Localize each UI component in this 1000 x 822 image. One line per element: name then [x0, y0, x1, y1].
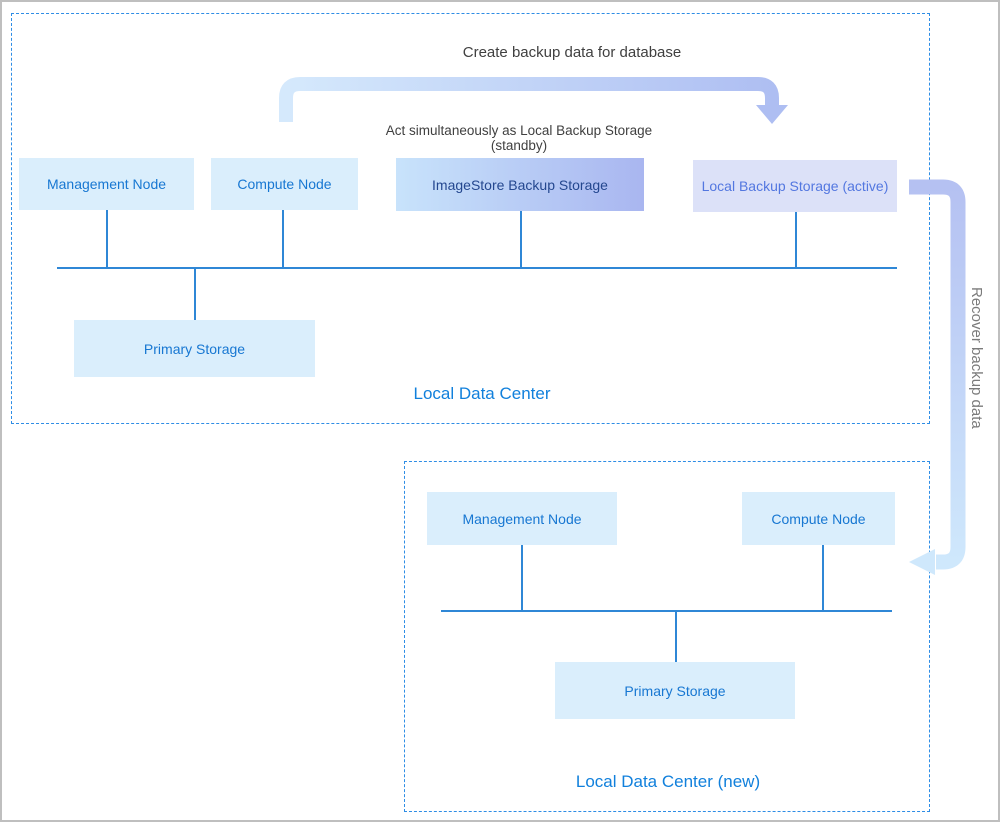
- node-management-dc1: Management Node: [19, 158, 194, 210]
- node-compute-dc1: Compute Node: [211, 158, 358, 210]
- connector-local-backup-dc1: [795, 212, 797, 267]
- connector-imagestore-dc1: [520, 211, 522, 267]
- standby-note-line1: Act simultaneously as Local Backup Stora…: [385, 123, 653, 138]
- create-backup-label: Create backup data for database: [462, 44, 682, 61]
- node-management-dc2: Management Node: [427, 492, 617, 545]
- connector-management-dc2: [521, 545, 523, 610]
- standby-note-line2: (standby): [490, 138, 548, 153]
- node-imagestore-backup-storage: ImageStore Backup Storage: [396, 158, 644, 211]
- datacenter-2-boundary: [404, 461, 930, 812]
- bus-line-dc1: [57, 267, 897, 269]
- connector-compute-dc2: [822, 545, 824, 610]
- connector-compute-dc1: [282, 210, 284, 267]
- node-local-backup-storage-active: Local Backup Storage (active): [693, 160, 897, 212]
- connector-management-dc1: [106, 210, 108, 267]
- connector-primary-dc1: [194, 267, 196, 320]
- connector-primary-dc2: [675, 610, 677, 662]
- datacenter-1-label: Local Data Center: [413, 384, 551, 403]
- standby-note: Act simultaneously as Local Backup Stora…: [369, 123, 669, 153]
- node-compute-dc2: Compute Node: [742, 492, 895, 545]
- node-primary-storage-dc1: Primary Storage: [74, 320, 315, 377]
- bus-line-dc2: [441, 610, 892, 612]
- datacenter-2-label: Local Data Center (new): [575, 772, 761, 791]
- recover-backup-label: Recover backup data: [968, 287, 985, 429]
- node-primary-storage-dc2: Primary Storage: [555, 662, 795, 719]
